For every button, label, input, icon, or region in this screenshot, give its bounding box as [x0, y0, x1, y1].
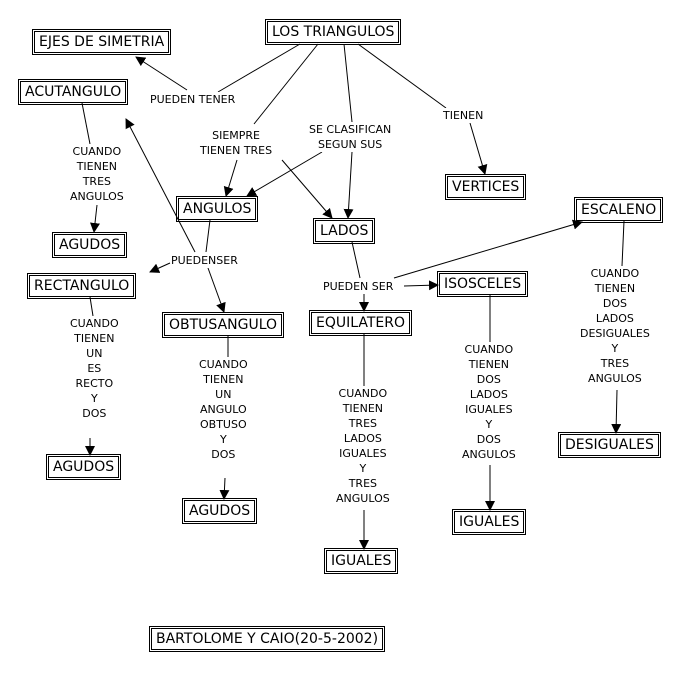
edge-triangulos-siempre	[253, 43, 319, 125]
node-iguales-equilatero: IGUALES	[323, 548, 399, 574]
label-pueden-tener: PUEDEN TENER	[150, 92, 236, 107]
node-lados: LADOS	[312, 218, 376, 244]
node-angulos: ANGULOS	[175, 196, 259, 222]
edge-esca-cond	[621, 220, 625, 267]
edge-angulos-puedenser	[205, 219, 211, 253]
node-vertices: VERTICES	[444, 174, 527, 200]
node-agudos-acutangulo: AGUDOS	[51, 232, 128, 258]
label-escaleno-condition: CUANDO TIENEN DOS LADOS DESIGUALES Y TRE…	[580, 266, 650, 386]
edge-acut-cond-agudos	[90, 204, 100, 233]
node-equilatero: EQUILATERO	[309, 310, 412, 336]
node-rectangulo: RECTANGULO	[26, 273, 137, 299]
edge-lados-pueden-ser	[351, 241, 361, 279]
node-los-triangulos: LOS TRIANGULOS	[264, 19, 402, 45]
edge-siempre-angulos	[223, 159, 238, 197]
node-obtusangulo: OBTUSANGULO	[161, 312, 285, 338]
label-acutangulo-condition: CUANDO TIENEN TRES ANGULOS	[70, 144, 124, 204]
edge-pueden-ser-isosceles	[403, 280, 439, 291]
label-obtusangulo-condition: CUANDO TIENEN UN ANGULO OBTUSO Y DOS	[199, 357, 248, 462]
node-iguales-isosceles: IGUALES	[451, 509, 527, 535]
edge-se-clasifican-angulos	[246, 151, 323, 197]
edge-se-clasifican-lados	[343, 151, 354, 219]
edge-triangulos-tienen	[357, 43, 447, 109]
edge-puedenser-rectangulo	[149, 262, 171, 273]
edge-obtus-cond-agudos	[219, 477, 230, 500]
edge-esca-cond-desiguales	[611, 389, 622, 434]
label-puedenser: PUEDENSER	[171, 253, 238, 268]
label-tienen: TIENEN	[443, 108, 484, 123]
label-isosceles-condition: CUANDO TIENEN DOS LADOS IGUALES Y DOS AN…	[462, 342, 516, 462]
node-ejes-de-simetria: EJES DE SIMETRIA	[31, 29, 172, 55]
footer-credit: BARTOLOME Y CAIO(20-5-2002)	[148, 626, 386, 652]
edge-puedenser-acutangulo	[125, 118, 196, 253]
node-isosceles: ISOSCELES	[436, 271, 529, 297]
label-se-clasifican-segun-sus: SE CLASIFICAN SEGUN SUS	[309, 122, 392, 152]
node-agudos-obtusangulo: AGUDOS	[181, 498, 258, 524]
edge-puedenser-obtusangulo	[207, 267, 226, 313]
edge-triangulos-pueden-tener	[217, 43, 301, 93]
edge-pueden-tener-ejes	[135, 56, 188, 91]
edge-acutangulo-cond	[81, 102, 91, 145]
edge-pueden-ser-escaleno	[393, 219, 583, 279]
node-acutangulo: ACUTANGULO	[17, 79, 129, 105]
label-rectangulo-condition: CUANDO TIENEN UN ES RECTO Y DOS	[70, 316, 119, 421]
node-escaleno: ESCALENO	[573, 197, 664, 223]
edge-tienen-vertices	[469, 122, 488, 175]
label-siempre-tienen-tres: SIEMPRE TIENEN TRES	[200, 128, 273, 158]
edge-rectangulo-cond	[89, 296, 94, 317]
edge-triangulos-se-clasifican	[343, 43, 353, 123]
label-pueden-ser: PUEDEN SER	[323, 279, 394, 294]
node-agudos-rectangulo: AGUDOS	[45, 454, 122, 480]
label-equilatero-condition: CUANDO TIENEN TRES LADOS IGUALES Y TRES …	[336, 386, 390, 506]
edge-siempre-lados	[281, 159, 333, 219]
node-desiguales: DESIGUALES	[558, 432, 661, 458]
